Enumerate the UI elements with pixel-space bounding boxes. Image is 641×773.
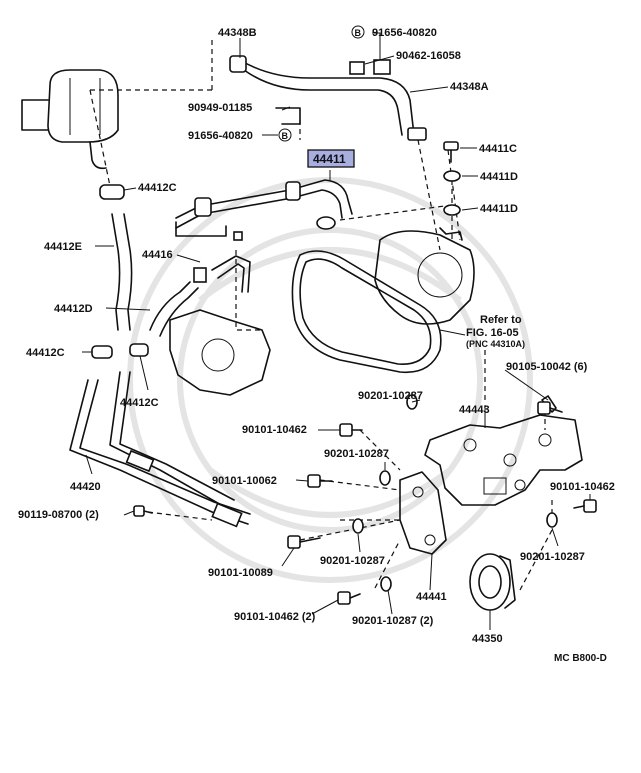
bolt-90101-10062 [307,474,333,488]
circle-b-marker-top: B [351,25,365,39]
label-90201-10287-d: 90201-10287 [320,555,385,567]
return-hose-44412E [99,184,133,331]
bolt-44411C [443,141,459,163]
bolt-90101-10462-a [339,423,363,437]
label-44411C: 44411C [479,143,517,155]
tube-44420 [69,371,251,528]
label-91656-40820-top: 91656-40820 [372,27,437,39]
label-44441: 44441 [416,591,447,603]
tube-44416 [193,255,251,293]
label-pnc-44310a: (PNC 44310A) [466,339,525,349]
return-hose-44412D [91,281,199,359]
label-44420: 44420 [70,481,101,493]
idler-pulley-44350 [469,553,516,611]
washer-90201-10287-2 [380,576,392,592]
washer-90201-10287-d [352,518,364,534]
label-fig-16-05: FIG. 16-05 [466,327,519,339]
label-44416: 44416 [142,249,173,261]
label-44412C-left: 44412C [26,347,65,359]
bolt-90101-10462-2 [337,591,361,605]
label-90201-10287-2: 90201-10287 (2) [352,615,434,627]
circle-b-marker-mid: B [278,128,292,142]
fasteners [133,141,597,605]
label-90101-10062: 90101-10062 [212,475,277,487]
label-90201-10287-b: 90201-10287 [324,448,389,460]
washer-44411D-b [443,204,461,216]
engine-block [169,309,271,396]
washer-90201-10287-c [546,512,558,528]
bolt-90105-10042 [537,401,563,415]
label-90105-10042: 90105-10042 (6) [506,361,588,373]
plate-44441 [399,471,447,555]
label-90101-10089: 90101-10089 [208,567,273,579]
label-90119-08700: 90119-08700 (2) [18,509,99,521]
label-44412C-top: 44412C [138,182,177,194]
label-44412C-low: 44412C [120,397,159,409]
label-44348B: 44348B [218,27,257,39]
label-90949-01185: 90949-01185 [188,102,252,114]
leader-lines [82,32,591,630]
assembly-dash-lines [89,40,553,591]
highlight-box [307,149,355,168]
label-44411D-b: 44411D [480,203,518,215]
label-90101-10462-2: 90101-10462 (2) [234,611,316,623]
label-44411D-a: 44411D [480,171,518,183]
label-90201-10287-a: 90201-10287 [358,390,423,402]
bolt-90101-10462-b [573,499,597,513]
label-44411-highlighted: 44411 [307,149,355,168]
bolt-90119-08700 [133,505,153,517]
label-44412D: 44412D [54,303,93,315]
svg-text:B: B [282,131,289,141]
label-90101-10462-b: 90101-10462 [550,481,615,493]
hose-44348-assembly [229,55,427,141]
label-90201-10287-c: 90201-10287 [520,551,585,563]
diagram-code: MC B800-D [554,653,607,664]
svg-text:B: B [355,28,362,38]
part-labels: 44348B B 91656-40820 90462-16058 44348A … [18,25,615,664]
clamp-44416 [233,231,243,241]
label-44350: 44350 [472,633,503,645]
label-90462-16058: 90462-16058 [396,50,461,62]
label-90101-10462-a: 90101-10462 [242,424,307,436]
label-refer-to: Refer to [480,314,522,326]
pump-body [374,227,475,325]
label-44443: 44443 [459,404,490,416]
drive-belt [291,250,442,374]
label-44348A: 44348A [450,81,489,93]
label-91656-40820-mid: 91656-40820 [188,130,253,142]
pressure-tube-44411 [175,179,353,237]
washer-90201-10287-b [379,470,391,486]
label-44412E: 44412E [44,241,82,253]
washer-44411D-a [443,170,461,182]
bolt-90101-10089 [287,535,321,549]
reservoir-tank [21,69,119,170]
label-44411: 44411 [313,152,346,166]
watermark-emblem [127,177,533,583]
